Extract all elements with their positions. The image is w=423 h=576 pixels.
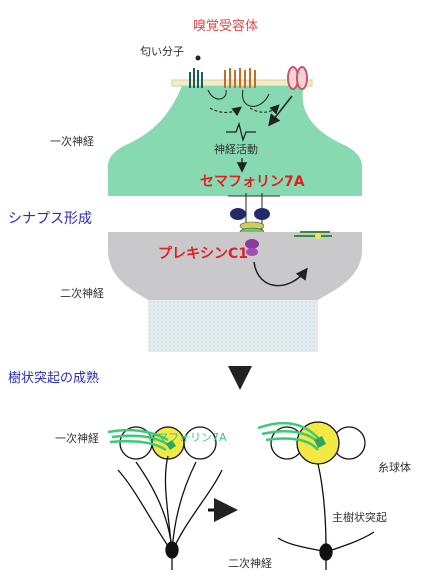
secondary-neuron-base: [148, 300, 318, 352]
receptor-to-activity-arrow: [268, 95, 293, 127]
semaphorin-label-bottom: セマフォリン7A: [146, 431, 227, 444]
secondary-neuron-label-bottom: 二次神経: [228, 557, 272, 570]
secondary-neuron-right: [277, 463, 375, 570]
secondary-neuron-left: [117, 455, 223, 570]
glomerulus-label: 糸球体: [378, 461, 411, 474]
glomerulus-left: [107, 426, 217, 460]
plexin-label: プレキシンC1: [158, 246, 249, 262]
synapse-formation-label: シナプス形成: [8, 211, 92, 227]
action-potential-icon: [226, 121, 256, 143]
plexin-molecules: [245, 231, 332, 256]
signal-arrows: [209, 104, 280, 117]
odor-molecule-label: 匂い分子: [140, 45, 184, 58]
glomerulus-right: [257, 421, 366, 465]
olfactory-receptor-title: 嗅覚受容体: [193, 19, 259, 34]
primary-neuron-label-bottom: 一次神経: [55, 432, 99, 445]
neural-activity-label: 神経活動: [214, 143, 258, 156]
primary-neuron-label-top: 一次神経: [50, 135, 94, 148]
plexin-signal-arrow: [253, 261, 308, 287]
dendrite-maturation-label: 樹状突起の成熟: [8, 371, 100, 386]
olfactory-receptor-proteins: [189, 55, 308, 107]
semaphorin-label-top: セマフォリン7A: [200, 174, 305, 190]
main-dendrite-label: 主樹状突起: [332, 511, 387, 524]
primary-neuron-terminal: [108, 86, 362, 196]
secondary-neuron-label-top: 二次神経: [60, 287, 104, 300]
